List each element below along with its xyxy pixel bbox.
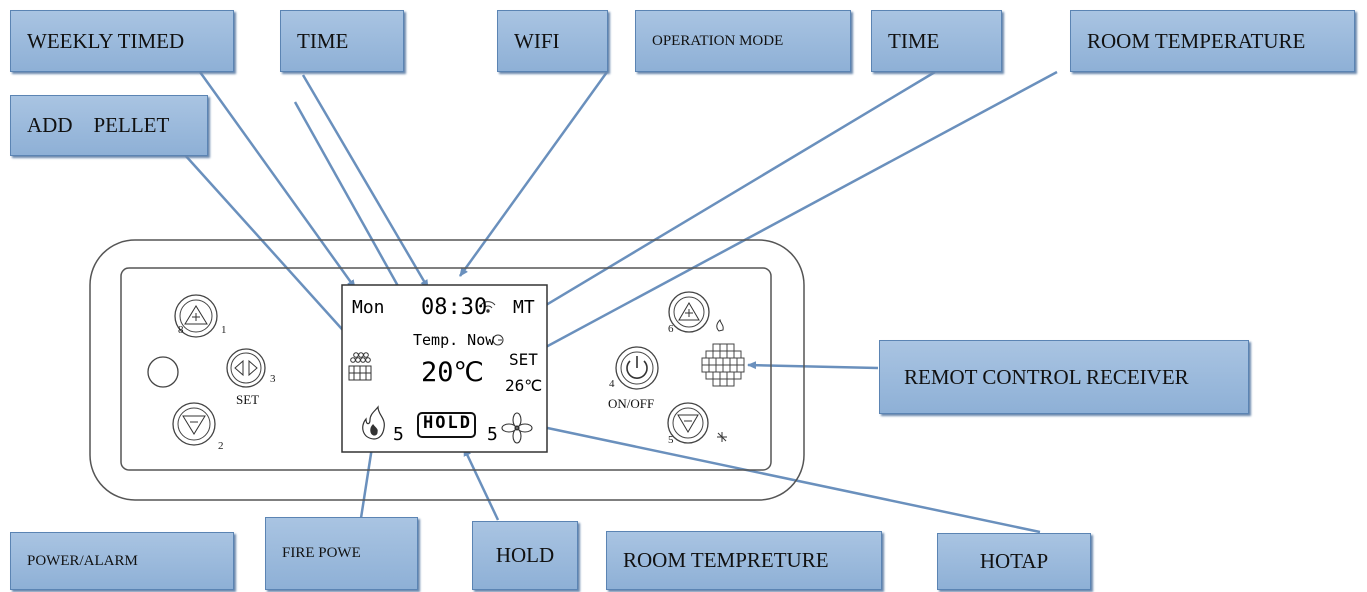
- display-clock: 08:30: [421, 295, 488, 320]
- panel-outer-frame: [89, 239, 805, 501]
- power-icon: [626, 356, 648, 379]
- receiver-icon: [701, 343, 745, 387]
- hold-box: [417, 412, 476, 438]
- button-number-2: 2: [218, 440, 224, 452]
- callout-hotap: HOTAP: [937, 533, 1091, 590]
- leader-wifi: [458, 71, 609, 277]
- power-button[interactable]: [615, 346, 659, 390]
- callout-fire-power: FIRE POWE: [265, 517, 418, 590]
- callout-weekly-timed: WEEKLY TIMED: [10, 10, 234, 72]
- button-side-number-8: 8: [178, 324, 184, 336]
- small-fan-icon: [717, 432, 727, 442]
- button-number-4: 4: [609, 378, 615, 390]
- flame-icon: [362, 405, 385, 440]
- down-button[interactable]: [172, 402, 216, 446]
- callout-hold: HOLD: [472, 521, 578, 590]
- display-fan-level: 5: [487, 424, 498, 445]
- button-number-1: 1: [221, 324, 227, 336]
- callout-remote-control-receiver: REMOT CONTROL RECEIVER: [879, 340, 1249, 414]
- display-temp-now-label: Temp. Now: [413, 331, 495, 349]
- fan-down-button[interactable]: [667, 402, 709, 444]
- callout-add-pellet: ADD PELLET: [10, 95, 208, 156]
- callout-time: TIME: [280, 10, 404, 72]
- set-label: SET: [236, 392, 260, 407]
- small-flame-icon: [716, 319, 724, 332]
- fan-up-button[interactable]: [668, 291, 710, 333]
- leader-time-2: [490, 70, 936, 340]
- panel-inner-frame: [120, 267, 772, 471]
- onoff-label: ON/OFF: [608, 396, 655, 411]
- callout-time-2: TIME: [871, 10, 1002, 72]
- up-arrow-icon: [184, 305, 208, 325]
- leader-room-temperature: [517, 70, 1058, 364]
- down-arrow-icon: [182, 415, 206, 435]
- display-set-temp: 26℃: [505, 376, 543, 395]
- leader-hotap: [537, 423, 1041, 534]
- leader-weekly-timed: [198, 71, 357, 289]
- leader-temp-now: [293, 101, 419, 321]
- button-number-6: 6: [668, 323, 674, 335]
- callout-operation-mode: OPERATION MODE: [635, 10, 851, 72]
- pellet-icon: [348, 352, 372, 381]
- button-number-5: 5: [668, 434, 674, 446]
- down-arrow-icon: [677, 414, 699, 433]
- callout-power-alarm: POWER/ALARM: [10, 532, 234, 590]
- button-number-3: 3: [270, 373, 276, 385]
- indicator-light: [147, 356, 179, 388]
- display-hold-label: HOLD: [423, 413, 472, 433]
- display-mode: MT: [513, 297, 535, 318]
- left-right-button[interactable]: [226, 348, 266, 388]
- fan-icon: [501, 412, 533, 444]
- callout-room-temperature: ROOM TEMPERATURE: [1070, 10, 1355, 72]
- leader-add-pellet: [184, 154, 369, 359]
- up-arrow-icon: [678, 302, 700, 321]
- callout-wifi: WIFI: [497, 10, 608, 72]
- leader-time: [301, 74, 430, 289]
- leader-hold: [462, 447, 500, 521]
- display-fire-level: 5: [393, 424, 404, 445]
- wifi-icon: [480, 301, 496, 313]
- display-set-label: SET: [509, 350, 538, 369]
- display-day: Mon: [352, 297, 385, 318]
- leader-remote-receiver: [747, 361, 879, 370]
- callout-room-tempreture: ROOM TEMPRETURE: [606, 531, 882, 590]
- clock-icon: [492, 334, 504, 346]
- display-temp-now: 20℃: [421, 357, 484, 388]
- left-right-icon: [234, 359, 258, 377]
- up-button[interactable]: [174, 294, 218, 338]
